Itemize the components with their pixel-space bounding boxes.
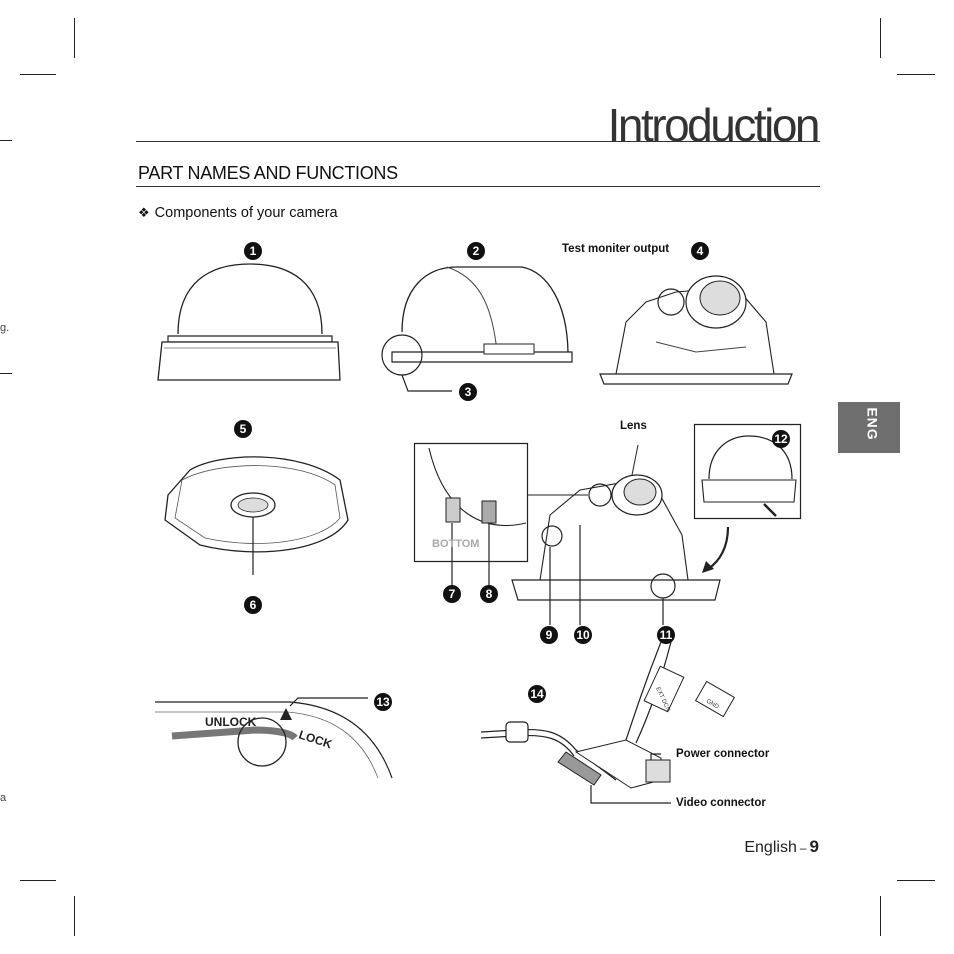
cable-illustration: EXT DCN GND — [476, 640, 756, 810]
camera-module-illustration — [596, 262, 796, 386]
callout-number: 9 — [540, 626, 558, 644]
edge-fragment: a — [0, 792, 7, 804]
language-tab-label: ENG — [864, 407, 881, 441]
crop-mark — [880, 896, 881, 936]
crop-mark — [20, 74, 56, 75]
diamond-icon: ❖ — [138, 205, 150, 220]
callout-number: 11 — [657, 626, 675, 644]
callout-number: 1 — [244, 242, 262, 260]
dome-cover-illustration — [150, 262, 350, 387]
base-plate-illustration — [160, 440, 355, 570]
callout-number: 5 — [234, 420, 252, 438]
crop-mark — [0, 140, 12, 141]
callout-number: 8 — [480, 585, 498, 603]
crop-mark — [0, 373, 12, 374]
title-rule — [136, 141, 820, 142]
callout-number: 2 — [467, 242, 485, 260]
leader-lines — [528, 480, 628, 510]
crop-mark — [897, 880, 935, 881]
video-connector-label: Video connector — [676, 797, 766, 809]
page-footer: English–9 — [744, 837, 819, 857]
crop-mark — [74, 18, 75, 58]
power-connector-label: Power connector — [676, 748, 770, 760]
lens-label: Lens — [620, 420, 647, 432]
lock-ring-illustration: UNLOCK LOCK — [150, 690, 395, 782]
subsection-text: Components of your camera — [154, 205, 338, 221]
connector-detail-illustration: BOTTOM — [414, 443, 529, 563]
crop-mark — [74, 896, 75, 936]
callout-number: 6 — [244, 596, 262, 614]
crop-mark — [880, 18, 881, 58]
test-monitor-output-label: Test moniter output — [562, 243, 670, 255]
section-rule — [136, 186, 820, 187]
crop-mark — [897, 74, 935, 75]
footer-language: English — [744, 839, 797, 856]
callout-number: 14 — [528, 685, 546, 703]
lock-text: LOCK — [297, 728, 334, 752]
page-number: 9 — [809, 837, 819, 856]
callout-number: 12 — [772, 430, 790, 448]
arrow-icon — [702, 525, 735, 573]
bottom-text: BOTTOM — [432, 538, 479, 550]
edge-fragment: g. — [0, 322, 10, 334]
inner-shield-illustration — [372, 262, 582, 377]
callout-number: 10 — [574, 626, 592, 644]
callout-number: 7 — [443, 585, 461, 603]
crop-mark — [20, 880, 56, 881]
camera-assembly-illustration — [510, 465, 725, 605]
callout-number: 4 — [691, 242, 709, 260]
callout-number: 13 — [374, 693, 392, 711]
page-title: Introduction — [607, 99, 821, 151]
language-tab: ENG — [838, 402, 900, 453]
section-title: PART NAMES AND FUNCTIONS — [138, 163, 398, 183]
subsection-title: ❖ Components of your camera — [138, 205, 338, 221]
callout-number: 3 — [459, 383, 477, 401]
footer-separator: – — [799, 841, 807, 855]
